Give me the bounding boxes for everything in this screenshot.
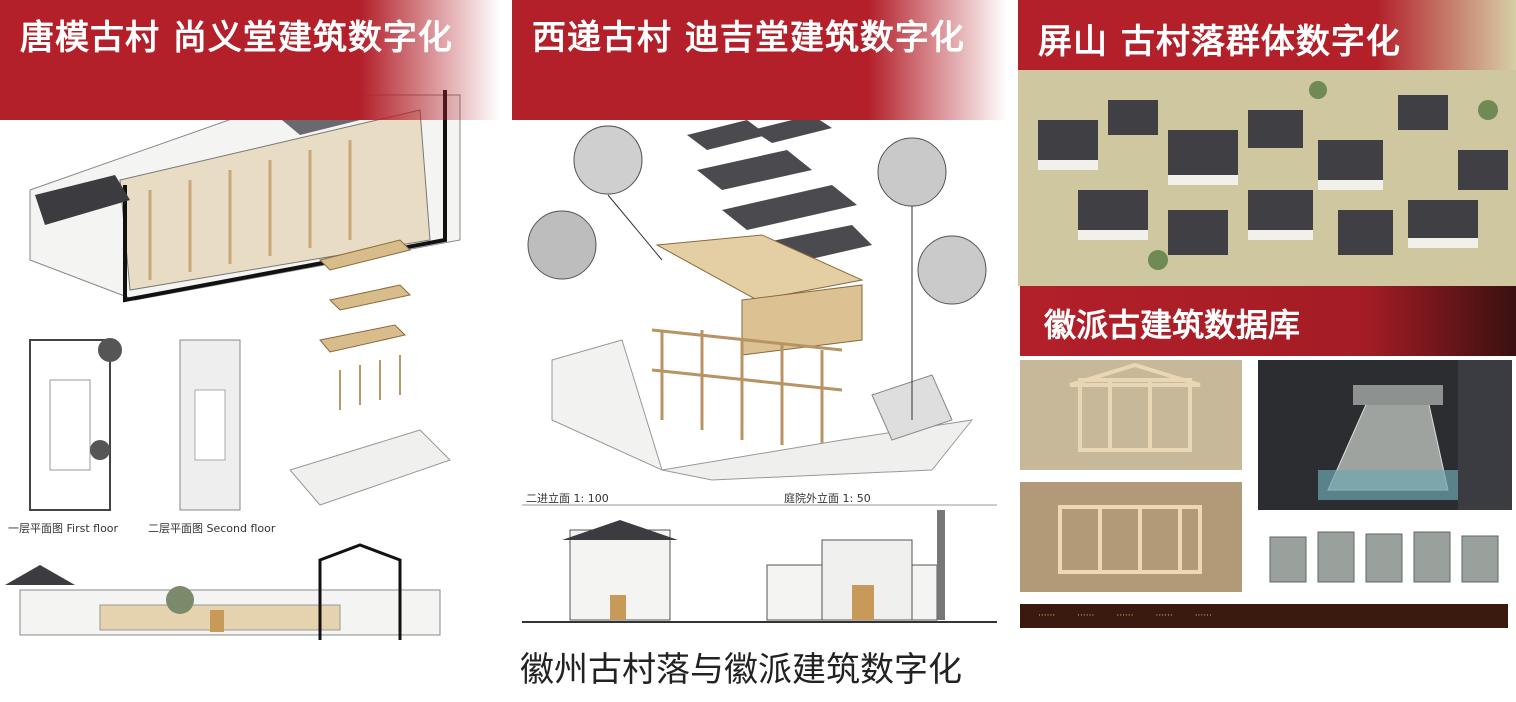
pingshan-title: 屏山 古村落群体数字化 [1038,22,1401,62]
menu-item-4[interactable]: ······ [1155,611,1173,621]
software-model-screen [1258,360,1512,510]
xidi-title: 西递古村 迪吉堂建筑数字化 [532,18,965,58]
overview-caption: 徽州古村落与徽派建筑数字化 [520,650,962,690]
plan-second-floor-label: 二层平面图 Second floor [148,522,276,535]
menu-item-5[interactable]: ······ [1194,611,1212,621]
tangmo-axonometric-drawing [5,90,461,640]
menu-item-1[interactable]: ······ [1038,611,1056,621]
wood-model-photo-1 [1020,360,1242,470]
panel-xidi: 西递古村 迪吉堂建筑数字化 二进立面 1: 100 庭院外立面 1: 50 [512,0,1007,640]
database-title-banner: 徽派古建筑数据库 [1020,286,1516,356]
database-menu-bar: ······ ······ ······ ······ ······ [1020,604,1508,628]
wood-model-photo-2 [1020,482,1242,592]
database-title: 徽派古建筑数据库 [1044,306,1301,344]
menu-item-2[interactable]: ······ [1077,611,1095,621]
pingshan-title-banner: 屏山 古村落群体数字化 [1018,0,1516,70]
xidi-exploded-drawing [522,115,997,623]
menu-item-3[interactable]: ······ [1116,611,1134,621]
elevation-second-label: 二进立面 1: 100 [526,492,609,505]
panel-pingshan: 屏山 古村落群体数字化 [1018,0,1516,286]
panel-tangmo: 唐模古村 尚义堂建筑数字化 一层平面图 First floor 二层平面图 Se… [0,0,505,680]
pingshan-village-map [1018,70,1516,286]
plan-first-floor-label: 一层平面图 First floor [8,522,119,535]
tangmo-title-banner: 唐模古村 尚义堂建筑数字化 [0,0,500,120]
tangmo-title: 唐模古村 尚义堂建筑数字化 [20,18,453,58]
archway-variants-strip [1262,512,1508,600]
xidi-title-banner: 西递古村 迪吉堂建筑数字化 [512,0,1007,120]
elevation-courtyard-label: 庭院外立面 1: 50 [784,492,871,505]
